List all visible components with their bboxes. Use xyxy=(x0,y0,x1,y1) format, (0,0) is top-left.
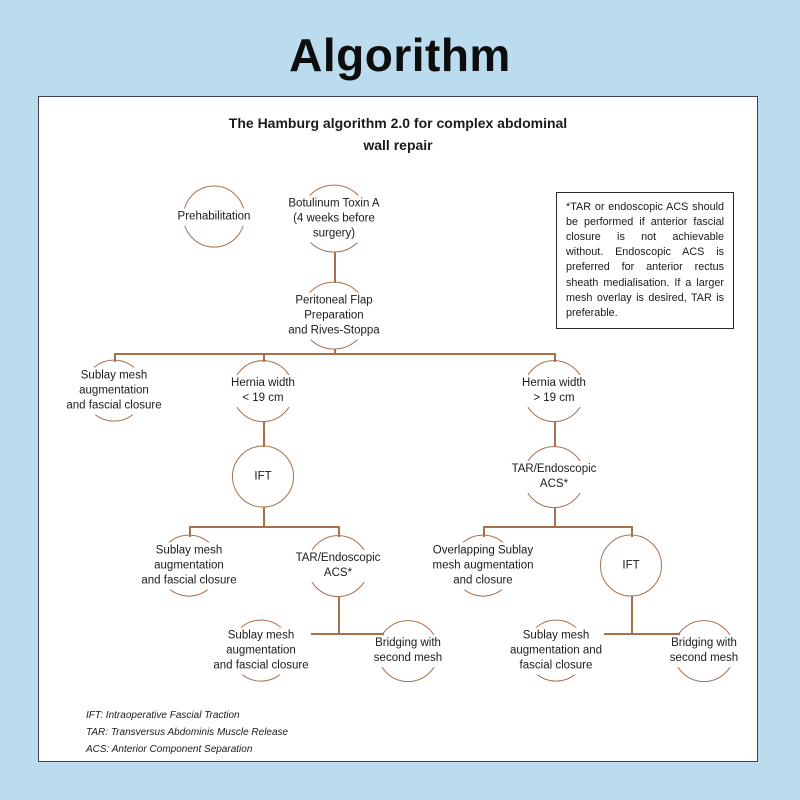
connector-line xyxy=(554,353,556,362)
node-tar-endoscopic-acs-mid: TAR/Endoscopic ACS* xyxy=(271,535,405,597)
node-ift-left: IFT xyxy=(196,446,330,508)
legend-item-acs: ACS: Anterior Component Separation xyxy=(86,744,253,755)
connector-line xyxy=(334,349,336,354)
node-label: TAR/Endoscopic ACS* xyxy=(293,550,383,582)
algorithm-card: The Hamburg algorithm 2.0 for complex ab… xyxy=(38,96,758,762)
connector-line xyxy=(338,526,340,537)
legend: IFT: Intraoperative Fascial Traction TAR… xyxy=(86,707,288,758)
node-label: Sublay mesh augmentation and fascial clo… xyxy=(211,627,311,675)
connector-line xyxy=(189,526,338,528)
node-label: Hernia width < 19 cm xyxy=(229,375,297,407)
connector-line xyxy=(631,596,633,633)
node-label: Prehabilitation xyxy=(175,208,253,226)
node-label: Sublay mesh augmentation and fascial clo… xyxy=(64,367,164,415)
page-title: Algorithm xyxy=(289,29,511,81)
node-label: Bridging with second mesh xyxy=(371,635,445,667)
node-label: IFT xyxy=(252,468,274,486)
legend-item-ift: IFT: Intraoperative Fascial Traction xyxy=(86,710,240,721)
connector-line xyxy=(263,507,265,526)
note-box: *TAR or endoscopic ACS should be perform… xyxy=(556,192,734,329)
connector-line xyxy=(263,421,265,447)
node-circle xyxy=(232,446,294,508)
node-label: IFT xyxy=(620,557,642,575)
node-ift-right: IFT xyxy=(564,535,698,597)
connector-line xyxy=(483,526,631,528)
node-hernia-width-lt-19: Hernia width < 19 cm xyxy=(196,360,330,422)
node-prehabilitation: Prehabilitation xyxy=(147,186,281,248)
connector-line xyxy=(580,633,680,635)
node-bridging-second-mesh-right: Bridging with second mesh xyxy=(637,620,771,682)
node-peritoneal-flap: Peritoneal Flap Preparation and Rives-St… xyxy=(267,282,401,350)
node-bridging-second-mesh-left: Bridging with second mesh xyxy=(341,620,475,682)
node-label: Bridging with second mesh xyxy=(667,635,741,667)
legend-item-tar: TAR: Transversus Abdominis Muscle Releas… xyxy=(86,727,289,738)
node-label: Sublay mesh augmentation and fascial clo… xyxy=(139,542,239,590)
node-sublay-mesh-left: Sublay mesh augmentation and fascial clo… xyxy=(47,360,181,422)
connector-line xyxy=(554,507,556,526)
node-label: Overlapping Sublay mesh augmentation and… xyxy=(430,542,536,590)
connector-line xyxy=(338,596,340,633)
node-label: Peritoneal Flap Preparation and Rives-St… xyxy=(286,292,382,340)
connector-line xyxy=(114,353,116,362)
diagram-title: The Hamburg algorithm 2.0 for complex ab… xyxy=(228,115,568,153)
connector-line xyxy=(554,421,556,447)
connector-line xyxy=(263,353,265,362)
node-sublay-mesh-bottom-right: Sublay mesh augmentation and fascial clo… xyxy=(489,620,623,682)
node-hernia-width-gt-19: Hernia width > 19 cm xyxy=(487,360,621,422)
node-label: Hernia width > 19 cm xyxy=(520,375,588,407)
node-botulinum-toxin: Botulinum Toxin A (4 weeks before surger… xyxy=(267,185,401,253)
node-circle xyxy=(600,535,662,597)
node-overlapping-sublay: Overlapping Sublay mesh augmentation and… xyxy=(416,535,550,597)
connector-line xyxy=(285,633,384,635)
node-sublay-mesh-mid-left: Sublay mesh augmentation and fascial clo… xyxy=(122,535,256,597)
node-label: TAR/Endoscopic ACS* xyxy=(509,461,599,493)
connector-line xyxy=(483,526,485,537)
connector-line xyxy=(114,353,554,355)
connector-line xyxy=(631,526,633,537)
connector-line xyxy=(334,252,336,283)
node-label: Sublay mesh augmentation and fascial clo… xyxy=(507,627,605,675)
node-sublay-mesh-bottom-left: Sublay mesh augmentation and fascial clo… xyxy=(194,620,328,682)
connector-line xyxy=(189,526,191,537)
node-tar-endoscopic-acs-right: TAR/Endoscopic ACS* xyxy=(487,446,621,508)
node-label: Botulinum Toxin A (4 weeks before surger… xyxy=(286,195,382,243)
